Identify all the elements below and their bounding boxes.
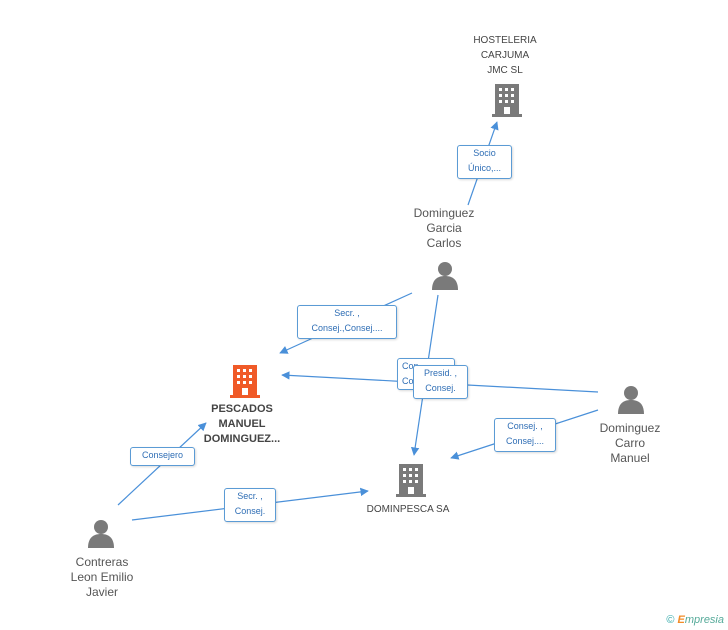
person-icon[interactable] [432, 262, 458, 290]
copyright-symbol: © [666, 614, 675, 626]
edge-label-consejero[interactable]: Consejero [130, 447, 195, 466]
brand-e: E [677, 614, 685, 626]
building-icon[interactable] [396, 464, 426, 497]
brand-footer: © Empresia [666, 614, 724, 626]
building-icon[interactable] [492, 84, 522, 117]
person-icon[interactable] [88, 520, 114, 548]
company-label-dominpesca[interactable]: DOMINPESCA SA [366, 504, 450, 515]
brand-name: mpresia [684, 614, 724, 626]
person-icon[interactable] [618, 386, 644, 414]
edge-label-socio-unico[interactable]: Socio Único,... [457, 145, 512, 179]
edge-label-consej-consej[interactable]: Consej. , Consej.... [494, 418, 556, 452]
company-label-pescados[interactable]: PESCADOS MANUEL DOMINGUEZ... [203, 403, 281, 445]
edge-label-presid-consej[interactable]: Presid. , Consej. [413, 365, 468, 399]
company-label-hosteleria[interactable]: HOSTELERIA CARJUMA JMC SL [473, 35, 537, 76]
person-label-contreras[interactable]: Contreras Leon Emilio Javier [70, 555, 134, 599]
edge-label-secr-consej-2[interactable]: Secr. , Consej. [224, 488, 276, 522]
person-label-dominguez-garcia[interactable]: Dominguez Garcia Carlos [413, 206, 475, 250]
building-icon[interactable] [230, 365, 260, 398]
edge-label-secr-consej[interactable]: Secr. , Consej.,Consej.... [297, 305, 397, 339]
person-label-dominguez-carro[interactable]: Dominguez Carro Manuel [599, 421, 661, 465]
